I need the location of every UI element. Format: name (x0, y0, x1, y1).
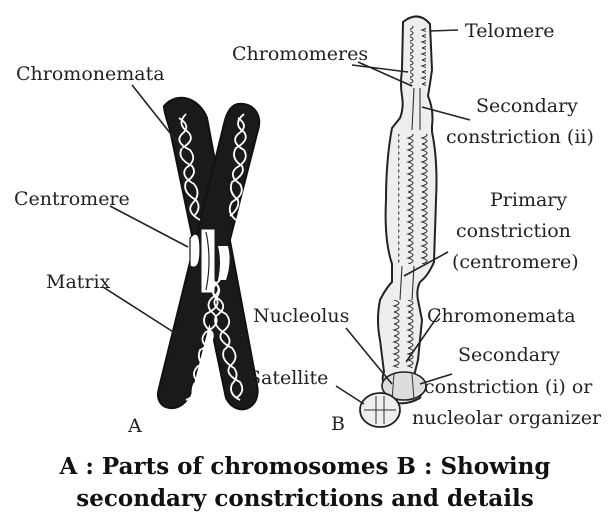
label-primary-3: (centromere) (452, 251, 579, 273)
label-chromonemata-a: Chromonemata (16, 63, 165, 85)
label-secondary-constriction-i-1: Secondary (458, 344, 560, 366)
label-chromomeres: Chromomeres (232, 43, 368, 65)
label-primary-1: Primary (490, 189, 567, 211)
label-primary-2: constriction (456, 220, 571, 242)
chromosome-b (360, 16, 437, 427)
label-secondary-constriction-i-2: constriction (i) or (424, 376, 593, 398)
label-telomere: Telomere (465, 20, 555, 42)
label-satellite: Satellite (248, 367, 328, 389)
label-secondary-constriction-i-3: nucleolar organizer (412, 407, 602, 429)
label-nucleolus: Nucleolus (253, 305, 349, 327)
label-secondary-constriction-ii-1: Secondary (476, 95, 578, 117)
label-chromonemata-b: Chromonemata (427, 305, 576, 327)
chromosome-a (158, 98, 259, 410)
label-centromere: Centromere (14, 188, 130, 210)
label-matrix: Matrix (46, 271, 111, 293)
label-letter-b: B (331, 413, 345, 435)
label-secondary-constriction-ii-2: constriction (ii) (446, 126, 594, 148)
caption-line-2: secondary constrictions and details (76, 485, 533, 512)
caption-line-1: A : Parts of chromosomes B : Showing (59, 453, 551, 480)
label-letter-a: A (127, 415, 142, 437)
